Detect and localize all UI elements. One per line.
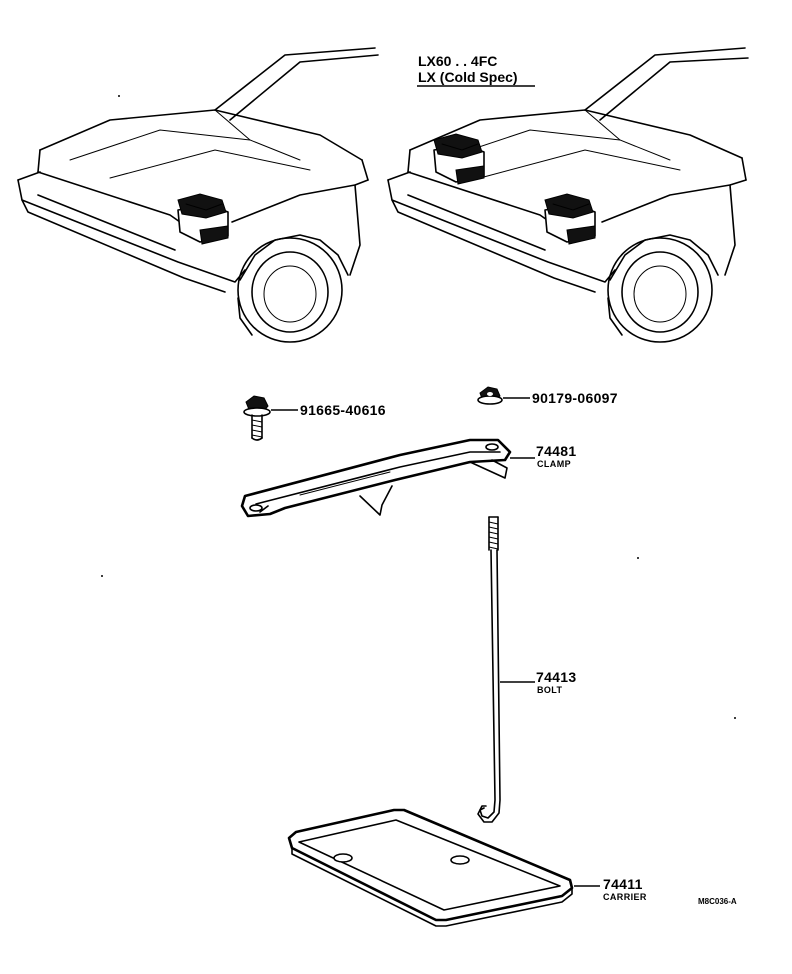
part-number-j-bolt: 74413	[536, 669, 576, 685]
part-name-j-bolt: BOLT	[537, 685, 563, 695]
car-illustration-left	[17, 47, 379, 343]
hex-bolt-icon	[243, 395, 271, 441]
car-illustration-right	[387, 47, 749, 343]
j-bolt-icon	[477, 516, 501, 823]
part-number-nut: 90179-06097	[532, 390, 618, 406]
battery-icon	[433, 133, 485, 185]
battery-carrier-tray-icon	[287, 808, 574, 927]
applicability-line-2: LX (Cold Spec)	[418, 69, 518, 85]
part-name-carrier: CARRIER	[603, 892, 647, 902]
hex-nut-icon	[477, 386, 503, 405]
applicability-line-1: LX60 . . 4FC	[418, 53, 497, 69]
part-name-clamp: CLAMP	[537, 459, 571, 469]
part-number-bolt: 91665-40616	[300, 402, 386, 418]
battery-icon	[177, 193, 229, 245]
battery-icon	[544, 193, 596, 245]
part-number-clamp: 74481	[536, 443, 576, 459]
part-number-carrier: 74411	[603, 876, 643, 892]
drawing-code: M8C036-A	[698, 897, 737, 906]
battery-clamp-icon	[240, 438, 512, 518]
